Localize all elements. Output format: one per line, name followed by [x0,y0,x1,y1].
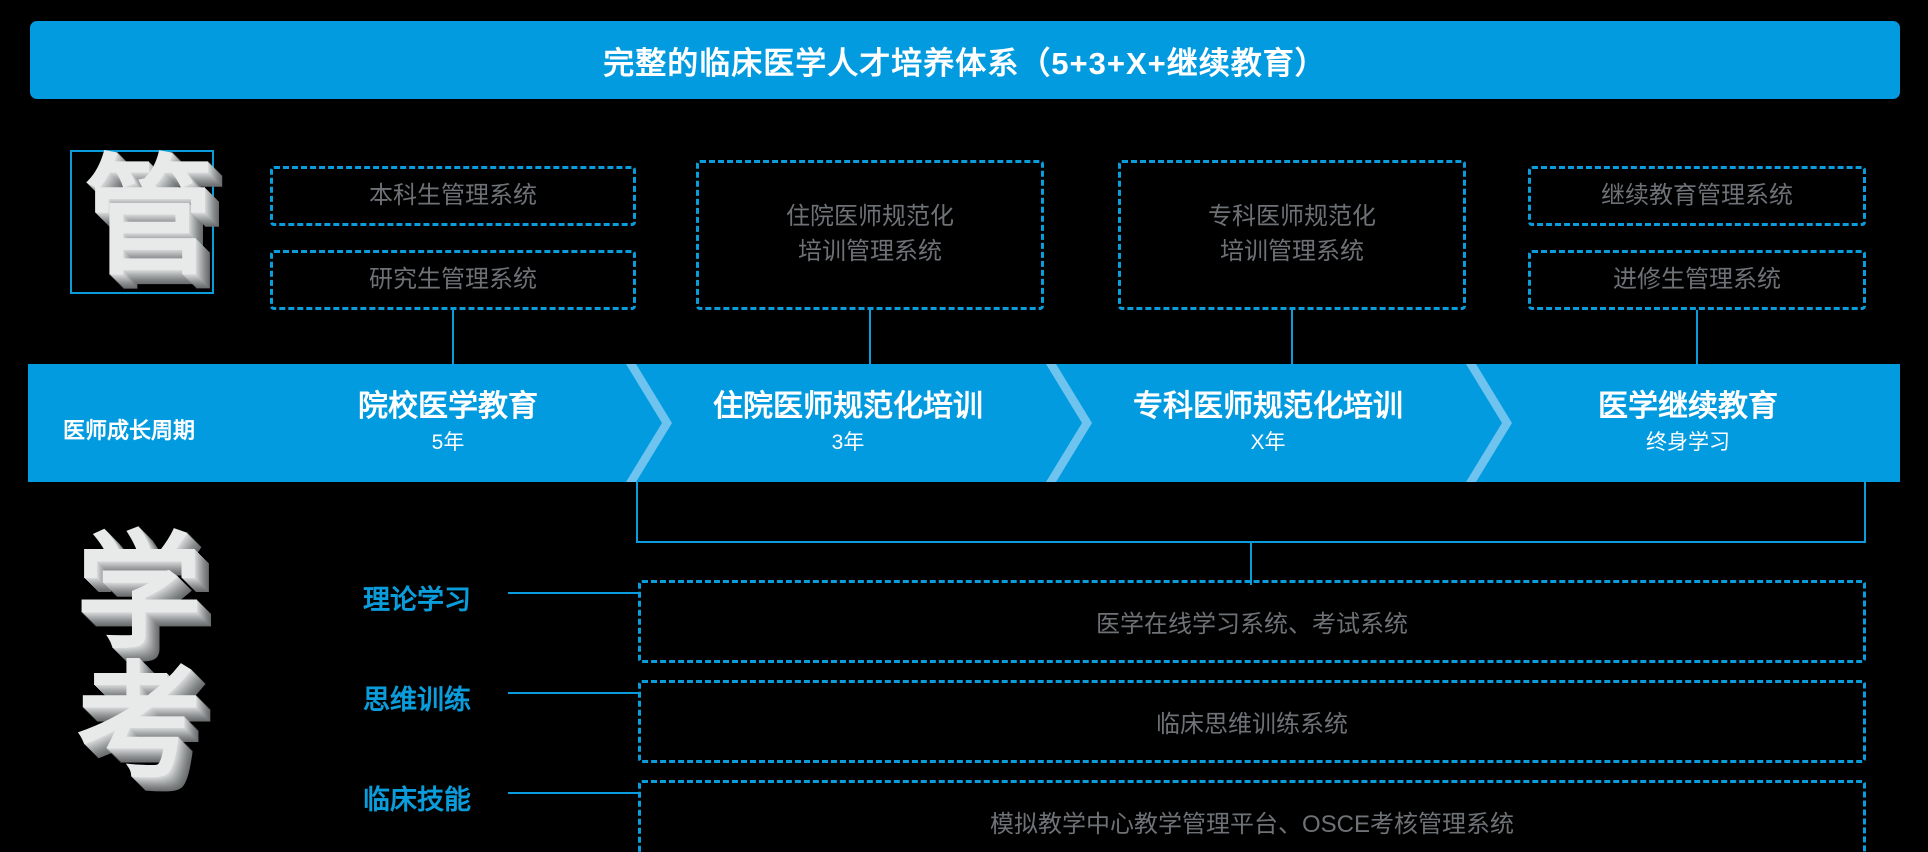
mgmt-box-label: 进修生管理系统 [1613,265,1781,293]
system-box-clinical-thinking[interactable]: 临床思维训练系统 [638,680,1866,763]
timeline-stage-2[interactable]: 住院医师规范化培训 3年 [648,364,1048,482]
system-box-label: 模拟教学中心教学管理平台、OSCE考核管理系统 [989,811,1514,838]
stage-duration: X年 [1250,430,1286,454]
system-box-label: 医学在线学习系统、考试系统 [1096,611,1408,638]
mgmt-box-label: 继续教育管理系统 [1601,181,1793,209]
mgmt-box-undergrad[interactable]: 本科生管理系统 [270,166,636,226]
mgmt-box-graduate[interactable]: 研究生管理系统 [270,250,636,310]
connector-mgmt-group-3 [1291,310,1293,366]
bracket-right-stem [1864,482,1866,542]
stage-name: 院校医学教育 [358,390,538,424]
connector-mgmt-group-4 [1696,310,1698,366]
mgmt-box-label: 本科生管理系统 [369,181,537,209]
mgmt-box-label: 住院医师规范化 培训管理系统 [786,203,954,265]
connector-mgmt-group-1 [452,310,454,366]
mgmt-box-resident-training[interactable]: 住院医师规范化 培训管理系统 [696,160,1044,310]
learning-row-connector [508,792,638,794]
timeline-row-label: 医师成长周期 [63,418,196,443]
stage-duration: 3年 [831,430,865,454]
timeline-stage-3[interactable]: 专科医师规范化培训 X年 [1068,364,1468,482]
learning-row-label-thinking: 思维训练 [363,685,471,715]
diagram-title-bar: 完整的临床医学人才培养体系（5+3+X+继续教育） [30,21,1900,99]
learning-row-connector [508,592,638,594]
mgmt-box-specialist-training[interactable]: 专科医师规范化 培训管理系统 [1118,160,1466,310]
stage-duration: 5年 [431,430,465,454]
physician-growth-timeline: 医师成长周期 院校医学教育 5年 住院医师规范化培训 3年 专科医师规范化培训 … [28,364,1900,482]
learning-row-label-theory: 理论学习 [363,585,471,615]
manage-glyph-frame [70,150,214,294]
manage-glyph: 管 [84,144,215,290]
mgmt-box-continuing-education[interactable]: 继续教育管理系统 [1528,166,1866,226]
mgmt-box-label: 研究生管理系统 [369,265,537,293]
mgmt-box-label: 专科医师规范化 培训管理系统 [1208,203,1376,265]
stage-name: 专科医师规范化培训 [1133,390,1403,424]
connector-mgmt-group-2 [869,310,871,366]
exam-glyph: 考 [76,652,202,793]
timeline-stage-1[interactable]: 院校医学教育 5年 [258,364,638,482]
learning-row-connector [508,692,638,694]
system-box-clinical-skills[interactable]: 模拟教学中心教学管理平台、OSCE考核管理系统 [638,780,1866,852]
learn-glyph: 学 [76,522,202,663]
stage-duration: 终身学习 [1646,430,1730,454]
stage-name: 医学继续教育 [1598,390,1778,424]
learning-row-label-skills: 临床技能 [363,785,471,815]
bracket-left-stem [636,482,638,542]
stage-name: 住院医师规范化培训 [713,390,983,424]
system-box-online-learning[interactable]: 医学在线学习系统、考试系统 [638,580,1866,663]
timeline-stage-4[interactable]: 医学继续教育 终身学习 [1488,364,1888,482]
mgmt-box-advanced-study[interactable]: 进修生管理系统 [1528,250,1866,310]
page-title: 完整的临床医学人才培养体系（5+3+X+继续教育） [603,45,1327,81]
bracket-center-stem [1250,541,1252,585]
system-box-label: 临床思维训练系统 [1156,711,1348,738]
